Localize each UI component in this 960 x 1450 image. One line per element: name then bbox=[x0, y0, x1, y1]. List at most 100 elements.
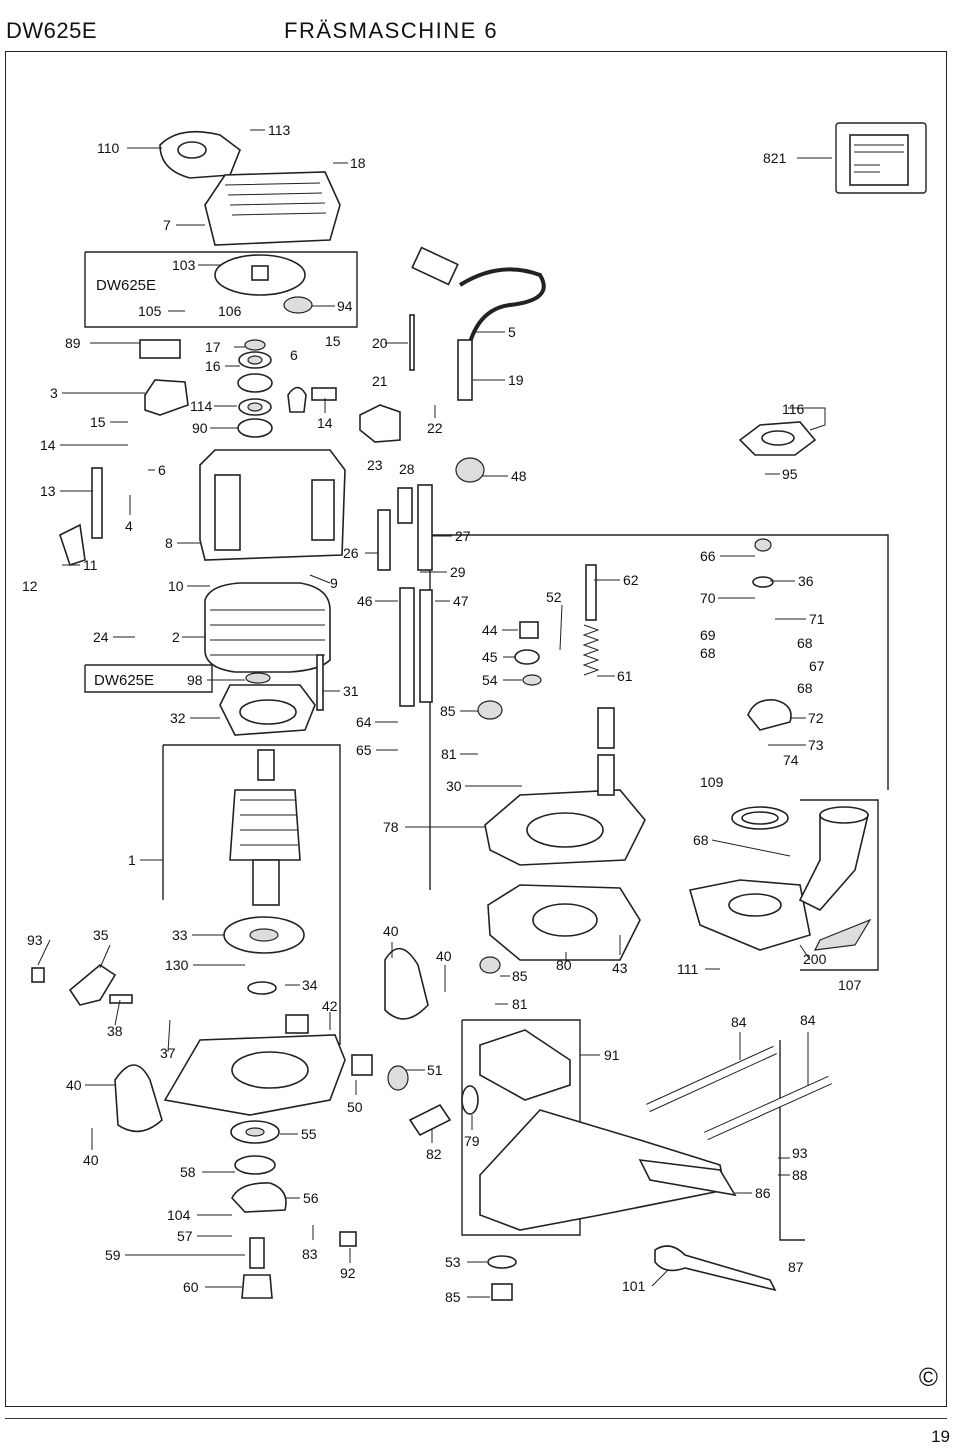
part-label: 3 bbox=[50, 385, 58, 401]
part-label: 35 bbox=[93, 927, 109, 943]
part-label: 6 bbox=[158, 462, 166, 478]
part-label: 81 bbox=[441, 746, 457, 762]
part-label: 93 bbox=[792, 1145, 808, 1161]
footer-rule bbox=[5, 1418, 947, 1419]
part-label: 31 bbox=[343, 683, 359, 699]
part-label: 85 bbox=[512, 968, 528, 984]
part-label: 45 bbox=[482, 649, 498, 665]
part-label: 23 bbox=[367, 457, 383, 473]
part-label: 24 bbox=[93, 629, 109, 645]
part-label: 37 bbox=[160, 1045, 176, 1061]
part-label: 48 bbox=[511, 468, 527, 484]
part-label: 10 bbox=[168, 578, 184, 594]
part-label: 46 bbox=[357, 593, 373, 609]
part-label: 13 bbox=[40, 483, 56, 499]
part-label: 109 bbox=[700, 774, 724, 790]
part-label: 85 bbox=[440, 703, 456, 719]
part-label: 6 bbox=[290, 347, 298, 363]
part-label: 91 bbox=[604, 1047, 620, 1063]
part-label: 111 bbox=[677, 961, 698, 977]
part-label: 56 bbox=[303, 1190, 319, 1206]
part-label: 42 bbox=[322, 998, 338, 1014]
part-label: 821 bbox=[763, 150, 787, 166]
part-label: 26 bbox=[343, 545, 359, 561]
part-label: 114 bbox=[190, 398, 213, 414]
part-label: 103 bbox=[172, 257, 196, 273]
part-label: 19 bbox=[508, 372, 524, 388]
part-label: 47 bbox=[453, 593, 469, 609]
copyright-mark: © bbox=[918, 1362, 938, 1392]
part-label: 32 bbox=[170, 710, 186, 726]
part-label: 80 bbox=[556, 957, 572, 973]
part-label: 86 bbox=[755, 1185, 771, 1201]
variant-label: DW625E bbox=[96, 277, 156, 294]
part-label: 51 bbox=[427, 1062, 443, 1078]
part-label: 57 bbox=[177, 1228, 193, 1244]
part-label: 2 bbox=[172, 629, 180, 645]
part-label: 130 bbox=[165, 957, 189, 973]
part-label: 68 bbox=[797, 680, 813, 696]
part-label: 105 bbox=[138, 303, 162, 319]
part-label: 90 bbox=[192, 420, 208, 436]
part-label: 15 bbox=[325, 333, 341, 349]
variant-label: DW625E bbox=[94, 672, 154, 689]
part-label: 82 bbox=[426, 1146, 442, 1162]
part-label: 40 bbox=[436, 948, 452, 964]
part-label: 84 bbox=[800, 1012, 816, 1028]
part-label: 68 bbox=[797, 635, 813, 651]
part-label: 101 bbox=[622, 1278, 646, 1294]
part-label: 58 bbox=[180, 1164, 196, 1180]
grouping-boxes bbox=[84, 122, 927, 1241]
part-label: 36 bbox=[798, 573, 814, 589]
part-label: 33 bbox=[172, 927, 188, 943]
part-label: 70 bbox=[700, 590, 716, 606]
part-label: 98 bbox=[187, 672, 203, 688]
part-label: 85 bbox=[445, 1289, 461, 1305]
part-label: 81 bbox=[512, 996, 528, 1012]
page-title: FRÄSMASCHINE 6 bbox=[284, 18, 499, 43]
part-label: 8 bbox=[165, 535, 173, 551]
part-label: 61 bbox=[617, 668, 633, 684]
part-label: 28 bbox=[399, 461, 415, 477]
part-label: 113 bbox=[268, 122, 291, 138]
part-label: 53 bbox=[445, 1254, 461, 1270]
part-label: 34 bbox=[302, 977, 318, 993]
part-label: 1 bbox=[128, 852, 136, 868]
diagram-frame bbox=[5, 51, 947, 1407]
part-label: 54 bbox=[482, 672, 498, 688]
part-label: 20 bbox=[372, 335, 388, 351]
part-label: 30 bbox=[446, 778, 462, 794]
part-number-labels: 110 113 18 821 7 103 105 106 94 89 17 16… bbox=[22, 122, 862, 1305]
part-label: 79 bbox=[464, 1133, 480, 1149]
part-label: 83 bbox=[302, 1246, 318, 1262]
part-label: 14 bbox=[40, 437, 56, 453]
part-label: 200 bbox=[803, 951, 827, 967]
part-label: 92 bbox=[340, 1265, 356, 1281]
part-label: 87 bbox=[788, 1259, 804, 1275]
part-label: 94 bbox=[337, 298, 353, 314]
part-label: 12 bbox=[22, 578, 38, 594]
part-label: 16 bbox=[205, 358, 221, 374]
part-label: 9 bbox=[330, 575, 338, 591]
part-label: 95 bbox=[782, 466, 798, 482]
part-label: 15 bbox=[90, 414, 106, 430]
part-label: 18 bbox=[350, 155, 366, 171]
part-label: 4 bbox=[125, 518, 133, 534]
part-label: 60 bbox=[183, 1279, 199, 1295]
part-label: 40 bbox=[66, 1077, 82, 1093]
page-number: 19 bbox=[931, 1427, 950, 1446]
model-number: DW625E bbox=[6, 18, 98, 43]
part-label: 68 bbox=[700, 645, 716, 661]
part-label: 22 bbox=[427, 420, 443, 436]
part-label: 78 bbox=[383, 819, 399, 835]
part-label: 116 bbox=[782, 401, 805, 417]
part-label: 17 bbox=[205, 339, 221, 355]
part-label: 55 bbox=[301, 1126, 317, 1142]
part-label: 44 bbox=[482, 622, 498, 638]
part-label: 21 bbox=[372, 373, 388, 389]
part-label: 88 bbox=[792, 1167, 808, 1183]
part-label: 74 bbox=[783, 752, 799, 768]
part-label: 66 bbox=[700, 548, 716, 564]
part-shapes bbox=[31, 130, 909, 1301]
